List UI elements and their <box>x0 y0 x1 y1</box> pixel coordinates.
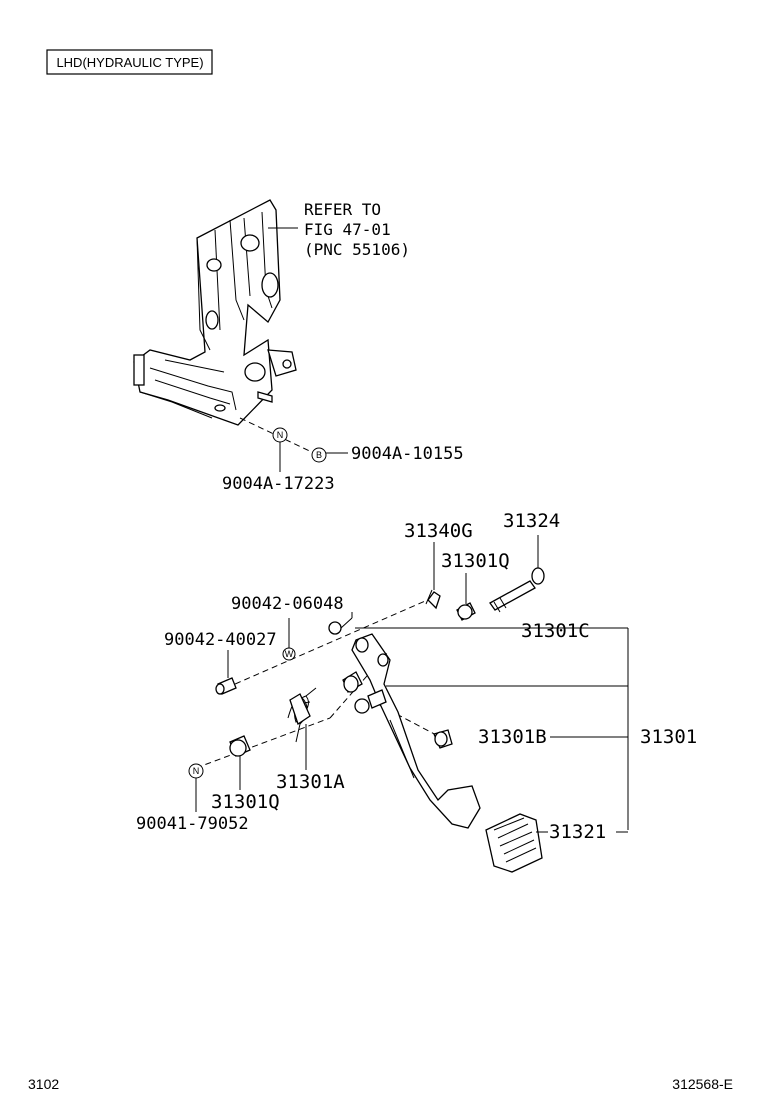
callout-washer: 90042-06048 <box>231 594 344 614</box>
callout-bushing-upper: 31301Q <box>441 550 510 572</box>
leader-washer-a <box>340 617 353 629</box>
washer-symbol-letter: W <box>285 649 294 659</box>
nut-symbol-upper: N <box>272 427 288 443</box>
bushing-lower-drawing <box>229 735 251 757</box>
washer-symbol: W <box>282 647 296 661</box>
footer-right-code: 312568-E <box>672 1076 733 1092</box>
nut-symbol-lower: N <box>188 763 204 779</box>
bolt-symbol-upper-letter: B <box>316 450 322 460</box>
upper-pedal-axis <box>225 597 433 689</box>
callout-bolt-upper: 9004A-10155 <box>351 444 464 464</box>
reference-line-2: FIG 47-01 <box>304 220 391 239</box>
callout-spring: 31301A <box>276 771 345 793</box>
bushing-upper-drawing <box>456 602 476 621</box>
footer-left-code: 3102 <box>28 1076 59 1092</box>
washer-item-drawing <box>328 621 342 635</box>
variant-badge-label: LHD(HYDRAULIC TYPE) <box>56 55 203 70</box>
pedal-arm-drawing <box>342 633 481 829</box>
variant-badge: LHD(HYDRAULIC TYPE) <box>46 49 213 75</box>
reference-line-1: REFER TO <box>304 200 381 219</box>
clip-drawing <box>425 589 441 610</box>
nut-symbol-lower-letter: N <box>193 766 200 776</box>
lower-pedal-axis <box>195 717 331 769</box>
callout-small-bolt: 90042-40027 <box>164 630 277 650</box>
bolt-symbol-upper: B <box>311 447 327 463</box>
callout-pedal-sub: 31301C <box>521 620 590 642</box>
return-spring-drawing <box>287 687 317 743</box>
nut-symbol-upper-letter: N <box>277 430 284 440</box>
callout-clip: 31340G <box>404 520 473 542</box>
small-bolt-drawing <box>215 677 237 695</box>
pedal-pad-drawing <box>485 813 543 873</box>
callout-pin-bolt: 31324 <box>503 510 560 532</box>
pedal-bracket-drawing <box>133 199 297 426</box>
callout-pad: 31321 <box>549 821 606 843</box>
callout-bushing-lower: 31301Q <box>211 791 280 813</box>
reference-note: REFER TO FIG 47-01 (PNC 55106) <box>268 200 410 259</box>
callout-nut-lower: 90041-79052 <box>136 814 249 834</box>
pin-bolt-drawing <box>489 567 545 613</box>
callout-pedal-assy: 31301 <box>640 726 697 748</box>
reference-line-3: (PNC 55106) <box>304 240 410 259</box>
callout-stopper: 31301B <box>478 726 547 748</box>
stopper-drawing <box>433 729 453 749</box>
callout-nut-upper: 9004A-17223 <box>222 474 335 494</box>
